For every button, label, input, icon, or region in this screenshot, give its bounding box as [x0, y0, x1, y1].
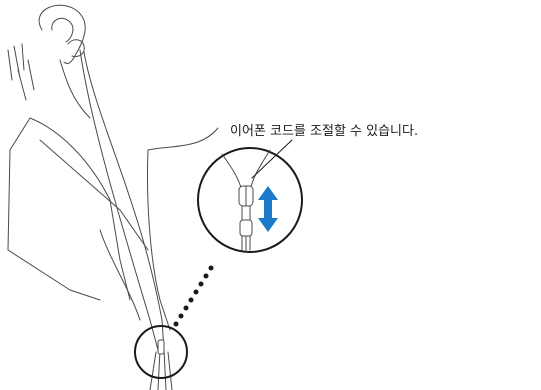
shirt-inner-fold	[99, 229, 141, 321]
double-arrow-icon	[258, 186, 278, 232]
small-focus-circle	[134, 325, 188, 379]
shirt-lapel	[39, 139, 149, 251]
earphone-cord-right	[83, 51, 165, 351]
callout-leader	[251, 139, 293, 179]
cord-adjust-callout: 이어폰 코드를 조절할 수 있습니다.	[230, 124, 419, 139]
hair-strands	[7, 43, 35, 101]
earbud	[67, 39, 85, 57]
cord-cinch-small	[157, 339, 165, 355]
dotted-connector	[173, 265, 214, 327]
shirt-collar-fold	[29, 117, 131, 301]
ear-inner	[51, 17, 74, 43]
ear-outline	[38, 4, 86, 65]
shirt-right-shoulder	[147, 127, 219, 151]
shirt-collar-left	[7, 117, 101, 301]
jaw-line	[59, 59, 91, 119]
shirt-right-front	[147, 149, 171, 331]
earphone-cord-bottom	[149, 349, 173, 390]
earphone-cord-left	[79, 49, 159, 351]
cord-split	[239, 219, 253, 237]
